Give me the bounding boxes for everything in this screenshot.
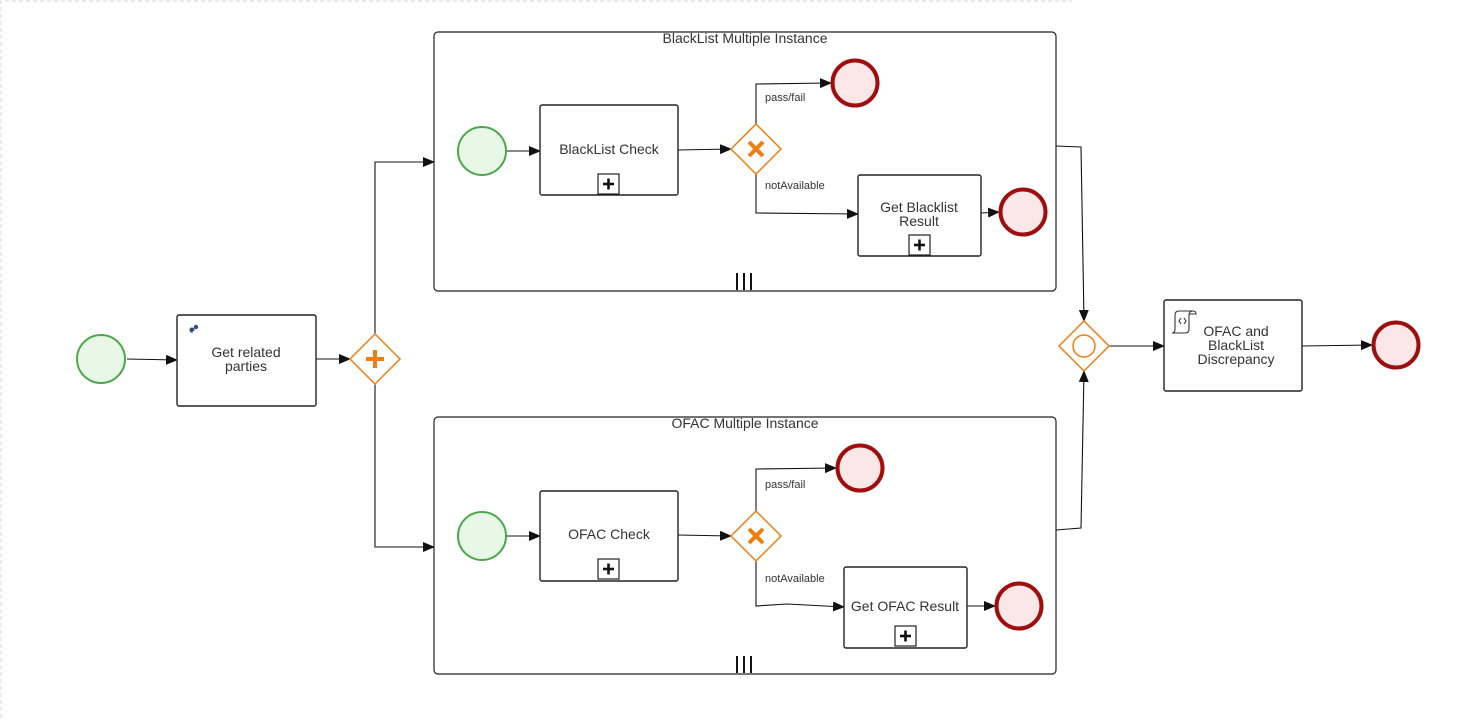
flow-bl-result-to-end2 xyxy=(980,207,1000,218)
bl-start-event[interactable] xyxy=(457,126,507,176)
parallel-fork-gateway[interactable] xyxy=(348,332,402,386)
flow-ofac-to-join xyxy=(1055,370,1089,531)
main-start-event[interactable] xyxy=(76,334,126,384)
flow-ofac-check-to-gw xyxy=(677,530,732,541)
label-line: Discrepancy xyxy=(1197,351,1274,367)
label-line: BlackList xyxy=(1208,337,1264,353)
task-ofac-check[interactable]: OFAC Check xyxy=(539,490,679,582)
task-get-ofac-result[interactable]: Get OFAC Result xyxy=(843,566,968,649)
label-line: Get Blacklist xyxy=(880,199,958,215)
ofac-start-event[interactable] xyxy=(457,511,507,561)
ofac-label-not: notAvailable xyxy=(765,573,825,585)
flow-final-to-end xyxy=(1301,340,1373,351)
bl-label-not: notAvailable xyxy=(765,180,825,192)
plus-marker-icon xyxy=(597,558,620,580)
sequence-flows xyxy=(126,78,1373,612)
label-line: Result xyxy=(899,213,939,229)
plus-marker-icon xyxy=(908,234,931,256)
plus-marker-icon xyxy=(894,625,917,647)
join-event-gateway[interactable] xyxy=(1057,319,1111,373)
ofac-multi-instance-icon xyxy=(736,656,752,673)
label-line: BlackList Check xyxy=(559,141,660,157)
label-line: parties xyxy=(225,358,267,374)
ofac-end-event-pass[interactable] xyxy=(835,443,885,493)
flow-ofac-gw-to-result xyxy=(755,561,845,612)
label-line: OFAC and xyxy=(1203,323,1268,339)
task-blacklist-check-label: BlackList Check xyxy=(559,141,660,157)
blacklist-subprocess-title: BlackList Multiple Instance xyxy=(663,30,828,46)
x-icon xyxy=(747,140,765,158)
blacklist-multi-instance-icon xyxy=(736,273,752,290)
flow-bl-gw-to-end1 xyxy=(755,78,832,124)
ofac-exclusive-gateway[interactable] xyxy=(729,509,783,563)
label-line: Get OFAC Result xyxy=(851,598,959,614)
flow-bl-gw-to-result xyxy=(755,174,859,219)
flow-fork-to-blacklist xyxy=(374,157,435,334)
flow-bl-check-to-gw xyxy=(677,144,732,155)
flow-ofac-gw-to-end1 xyxy=(755,463,837,511)
bl-exclusive-gateway[interactable] xyxy=(729,122,783,176)
plus-icon xyxy=(366,350,384,368)
bl-end-event-pass[interactable] xyxy=(830,58,880,108)
task-ofac-check-label: OFAC Check xyxy=(568,526,651,542)
script-icon xyxy=(1171,310,1197,334)
x-icon xyxy=(747,527,765,545)
bl-end-event-result[interactable] xyxy=(998,187,1048,237)
plus-marker-icon xyxy=(597,173,620,195)
ofac-subprocess-title: OFAC Multiple Instance xyxy=(671,415,818,431)
flow-fork-to-ofac xyxy=(374,384,435,552)
flow-start-to-task xyxy=(126,354,178,365)
task-get-ofac-result-label: Get OFAC Result xyxy=(851,598,959,614)
label-line: Get related xyxy=(211,344,280,360)
task-blacklist-check[interactable]: BlackList Check xyxy=(539,104,679,196)
label-line: OFAC Check xyxy=(568,526,651,542)
ofac-label-pass: pass/fail xyxy=(765,479,805,491)
flow-blacklist-to-join xyxy=(1055,145,1089,322)
canvas-border xyxy=(0,0,1072,718)
ofac-end-event-result[interactable] xyxy=(994,581,1044,631)
main-end-event[interactable] xyxy=(1371,320,1421,370)
bl-label-pass: pass/fail xyxy=(765,92,805,104)
service-task-gears-icon xyxy=(189,324,199,334)
circle-icon xyxy=(1072,334,1096,358)
